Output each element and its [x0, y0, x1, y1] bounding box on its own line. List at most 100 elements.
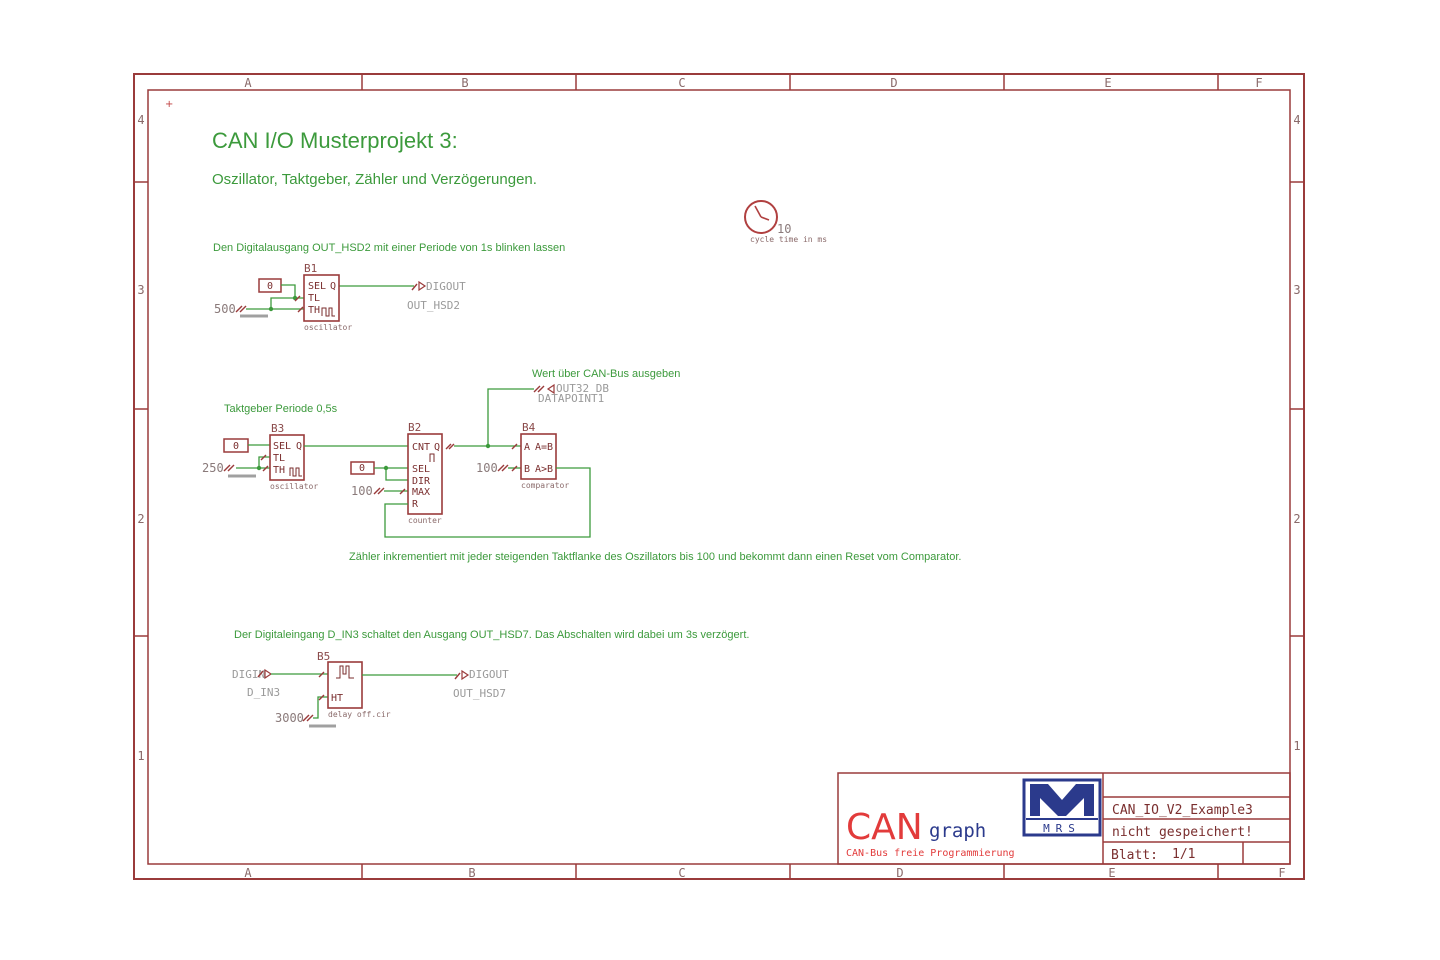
inner-frame	[147, 89, 1291, 865]
cycle-time-value: 10	[777, 222, 791, 236]
svg-text:B3: B3	[271, 422, 284, 435]
svg-text:A=B: A=B	[535, 442, 553, 453]
svg-text:B: B	[524, 464, 530, 475]
svg-text:DIGIN: DIGIN	[232, 668, 265, 681]
svg-text:SEL: SEL	[308, 281, 326, 292]
logo-graph-text: graph	[929, 820, 986, 842]
svg-text:TH: TH	[273, 465, 285, 476]
svg-text:0: 0	[359, 463, 365, 474]
svg-text:delay off.cir: delay off.cir	[328, 710, 391, 719]
svg-text:MAX: MAX	[412, 487, 430, 498]
block-b4-comparator[interactable]: B4 A A=B B A>B comparator	[511, 421, 569, 490]
svg-text:DIGOUT: DIGOUT	[426, 280, 466, 293]
const-b-b4[interactable]: 100	[476, 461, 509, 475]
col-label-b-bottom: B	[468, 866, 475, 880]
col-label-e-top: E	[1104, 76, 1111, 90]
svg-text:CNT: CNT	[412, 442, 430, 453]
svg-text:SEL: SEL	[412, 464, 430, 475]
output-can-datapoint1[interactable]: OUT32_DB DATAPOINT1	[533, 382, 609, 405]
svg-text:A>B: A>B	[535, 464, 553, 475]
col-label-b-top: B	[461, 76, 468, 90]
row-label-1-right: 1	[1293, 739, 1300, 753]
title-block: CAN graph CAN-Bus freie Programmierung M…	[837, 772, 1291, 865]
const-sel-b1[interactable]: 0	[258, 278, 282, 293]
col-label-e-bottom: E	[1108, 866, 1115, 880]
svg-text:100: 100	[476, 461, 498, 475]
project-name: CAN_IO_V2_Example3	[1112, 803, 1253, 818]
block-b5-delay[interactable]: B5 HT delay off.cir	[317, 650, 391, 719]
const-sel-b3[interactable]: 0	[223, 438, 249, 453]
svg-text:DIGOUT: DIGOUT	[469, 668, 509, 681]
note-clock: Taktgeber Periode 0,5s	[224, 403, 338, 415]
svg-text:Q: Q	[434, 442, 440, 453]
svg-text:0: 0	[267, 281, 273, 292]
const-period-b1[interactable]: 500	[214, 302, 268, 318]
logo-can-text: CAN	[846, 807, 923, 848]
logo-tagline: CAN-Bus freie Programmierung	[846, 848, 1015, 859]
svg-text:comparator: comparator	[521, 481, 569, 490]
section-delay: Der Digitaleingang D_IN3 schaltet den Au…	[232, 629, 749, 728]
cycle-time-indicator[interactable]: 10 cycle time in ms	[744, 200, 827, 244]
block-b2-counter[interactable]: B2 CNT Q SEL DIR MAX R counter	[399, 421, 455, 525]
svg-text:D_IN3: D_IN3	[247, 686, 280, 699]
row-label-4-left: 4	[137, 113, 144, 127]
svg-text:OUT32_DB: OUT32_DB	[556, 382, 609, 395]
svg-text:OUT_HSD2: OUT_HSD2	[407, 299, 460, 312]
origin-marker: +	[165, 99, 173, 110]
svg-text:B5: B5	[317, 650, 330, 663]
const-period-b3[interactable]: 250	[202, 461, 256, 478]
row-label-2-right: 2	[1293, 512, 1300, 526]
svg-text:counter: counter	[408, 516, 442, 525]
svg-text:3000: 3000	[275, 711, 304, 725]
svg-text:SEL: SEL	[273, 441, 291, 452]
output-out-hsd2[interactable]: DIGOUT OUT_HSD2	[407, 280, 466, 312]
section-blink: Den Digitalausgang OUT_HSD2 mit einer Pe…	[213, 242, 565, 332]
note-blink: Den Digitalausgang OUT_HSD2 mit einer Pe…	[213, 242, 565, 254]
const-sel-b2[interactable]: 0	[350, 461, 375, 475]
row-label-2-left: 2	[137, 512, 144, 526]
svg-text:Q: Q	[296, 441, 302, 452]
cangraph-logo: CAN graph CAN-Bus freie Programmierung	[846, 807, 1015, 859]
page-title: CAN I/O Musterprojekt 3:	[212, 128, 458, 153]
sheet-label: Blatt:	[1111, 848, 1158, 863]
block-b1-oscillator[interactable]: B1 SEL Q TL TH oscillator	[294, 262, 352, 332]
col-label-a-top: A	[244, 76, 252, 90]
col-label-d-top: D	[890, 76, 897, 90]
block-b3-oscillator[interactable]: B3 SEL Q TL TH oscillator	[260, 422, 318, 491]
col-label-d-bottom: D	[896, 866, 903, 880]
svg-text:0: 0	[233, 441, 239, 452]
drawing-frame: A B C D E F A B C D E F 4 3 2 1 4 3 2 1	[133, 73, 1305, 880]
svg-text:TH: TH	[308, 305, 320, 316]
col-label-c-bottom: C	[678, 866, 685, 880]
svg-text:A: A	[524, 442, 530, 453]
col-label-f-bottom: F	[1278, 866, 1285, 880]
const-max-b2[interactable]: 100	[351, 484, 385, 498]
col-label-a-bottom: A	[244, 866, 252, 880]
section-clock: Taktgeber Periode 0,5s Wert über CAN-Bus…	[202, 368, 961, 563]
svg-text:HT: HT	[331, 693, 343, 704]
output-out-hsd7[interactable]: DIGOUT OUT_HSD7	[453, 668, 509, 700]
svg-text:B1: B1	[304, 262, 317, 275]
outer-frame	[133, 73, 1305, 880]
input-d-in3[interactable]: DIGIN D_IN3	[232, 668, 280, 699]
col-label-f-top: F	[1255, 76, 1262, 90]
svg-text:OUT_HSD7: OUT_HSD7	[453, 687, 506, 700]
svg-text:TL: TL	[308, 293, 320, 304]
svg-text:B2: B2	[408, 421, 421, 434]
svg-text:B4: B4	[522, 421, 536, 434]
svg-text:250: 250	[202, 461, 224, 475]
const-time-b5[interactable]: 3000	[275, 711, 336, 728]
sheet-number: 1/1	[1172, 847, 1195, 862]
svg-text:oscillator: oscillator	[304, 323, 352, 332]
mrs-logo-text: MRS	[1043, 822, 1081, 835]
note-delay: Der Digitaleingang D_IN3 schaltet den Au…	[234, 629, 749, 641]
row-label-4-right: 4	[1293, 113, 1300, 127]
svg-text:DATAPOINT1: DATAPOINT1	[538, 392, 604, 405]
cycle-time-label: cycle time in ms	[750, 235, 827, 244]
col-label-c-top: C	[678, 76, 685, 90]
svg-text:100: 100	[351, 484, 373, 498]
svg-text:DIR: DIR	[412, 476, 431, 487]
save-status: nicht gespeichert!	[1112, 825, 1253, 840]
svg-text:500: 500	[214, 302, 236, 316]
